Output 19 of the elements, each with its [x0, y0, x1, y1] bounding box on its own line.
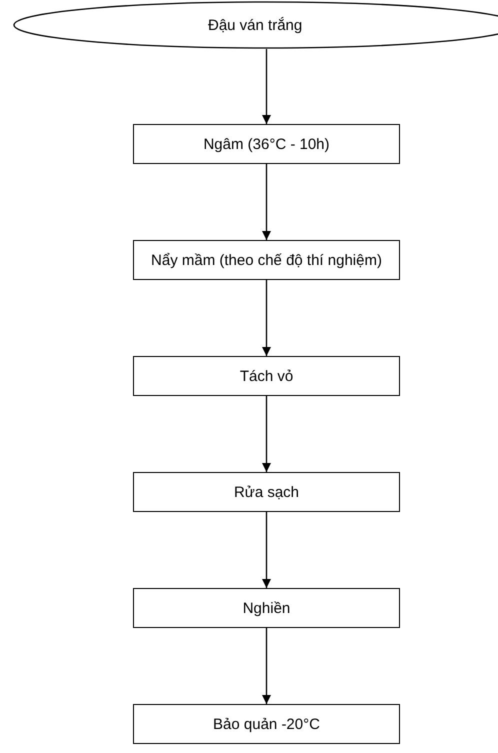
arrow	[262, 512, 271, 588]
step-label: Ngâm (36°C - 10h)	[203, 136, 330, 152]
process-box	[133, 472, 400, 512]
arrow	[262, 164, 271, 240]
process-box	[133, 704, 400, 744]
arrow	[262, 396, 271, 472]
arrow	[262, 280, 271, 356]
step-label: Đậu ván trắng	[208, 16, 302, 34]
step-label: Nẩy mầm (theo chế độ thí nghiệm)	[151, 252, 382, 268]
process-box	[133, 240, 400, 280]
step-label: Nghiền	[242, 600, 290, 616]
arrow	[262, 49, 271, 124]
arrow	[262, 628, 271, 704]
process-box	[133, 124, 400, 164]
process-box	[133, 588, 400, 628]
process-box	[133, 356, 400, 396]
step-label: Rửa sạch	[234, 484, 300, 500]
step-label: Tách vỏ	[240, 368, 294, 384]
step-label: Bảo quản -20°C	[213, 716, 320, 732]
